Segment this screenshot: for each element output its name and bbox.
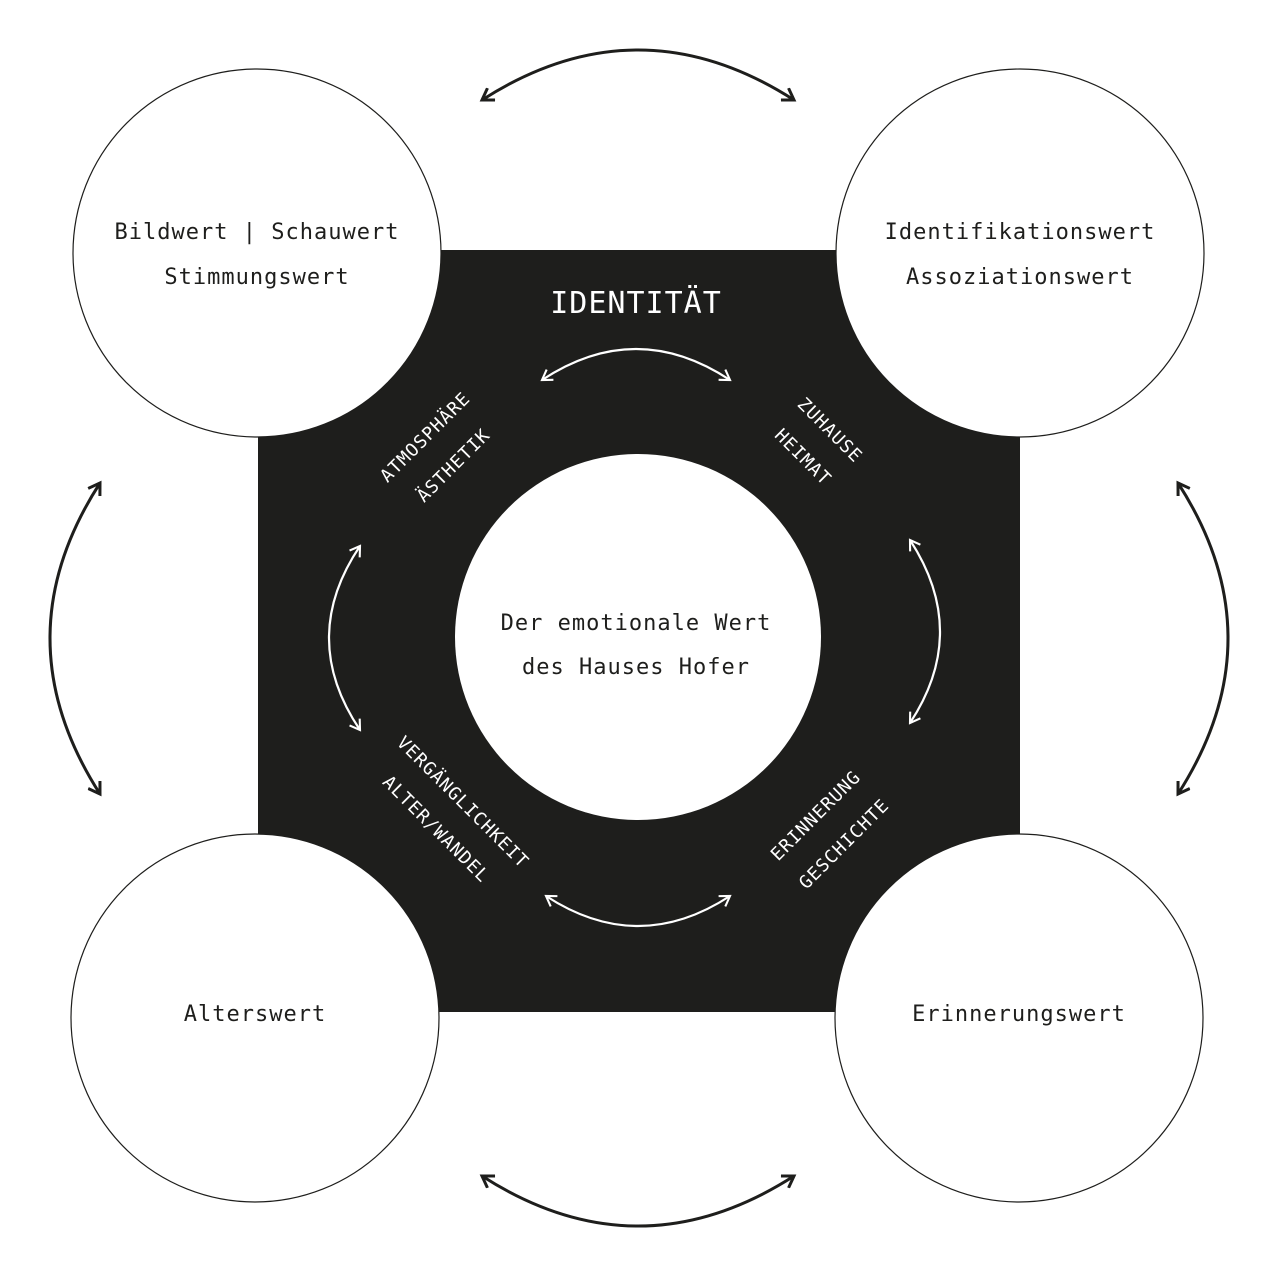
circle-top-right-line1: Identifikationswert [885, 220, 1156, 245]
circle-top-left-line1: Bildwert | Schauwert [115, 220, 400, 245]
circle-bottom-left [70, 833, 440, 1203]
circle-top-right [835, 68, 1205, 438]
circle-top-left-line2: Stimmungswert [164, 265, 349, 290]
inner-arrow-top [542, 348, 730, 380]
outer-arrow-right [1178, 483, 1230, 794]
outer-arrow-left [48, 483, 100, 794]
outer-arrow-bottom [482, 1176, 794, 1228]
outer-arrow-top [482, 48, 794, 100]
inner-arrow-right [910, 540, 941, 723]
circle-bottom-right [834, 833, 1204, 1203]
circle-top-left [72, 68, 442, 438]
identity-title: IDENTITÄT [550, 285, 722, 321]
circle-top-right-line2: Assoziationswert [906, 265, 1134, 290]
circle-bottom-right-line1: Erinnerungswert [912, 1002, 1126, 1027]
center-circle [455, 454, 821, 820]
circle-bottom-left-line1: Alterswert [184, 1002, 326, 1027]
center-line1: Der emotionale Wert [501, 611, 772, 636]
inner-arrow-bottom [546, 896, 730, 927]
center-line2: des Hauses Hofer [522, 655, 750, 680]
inner-arrow-left [328, 546, 360, 730]
